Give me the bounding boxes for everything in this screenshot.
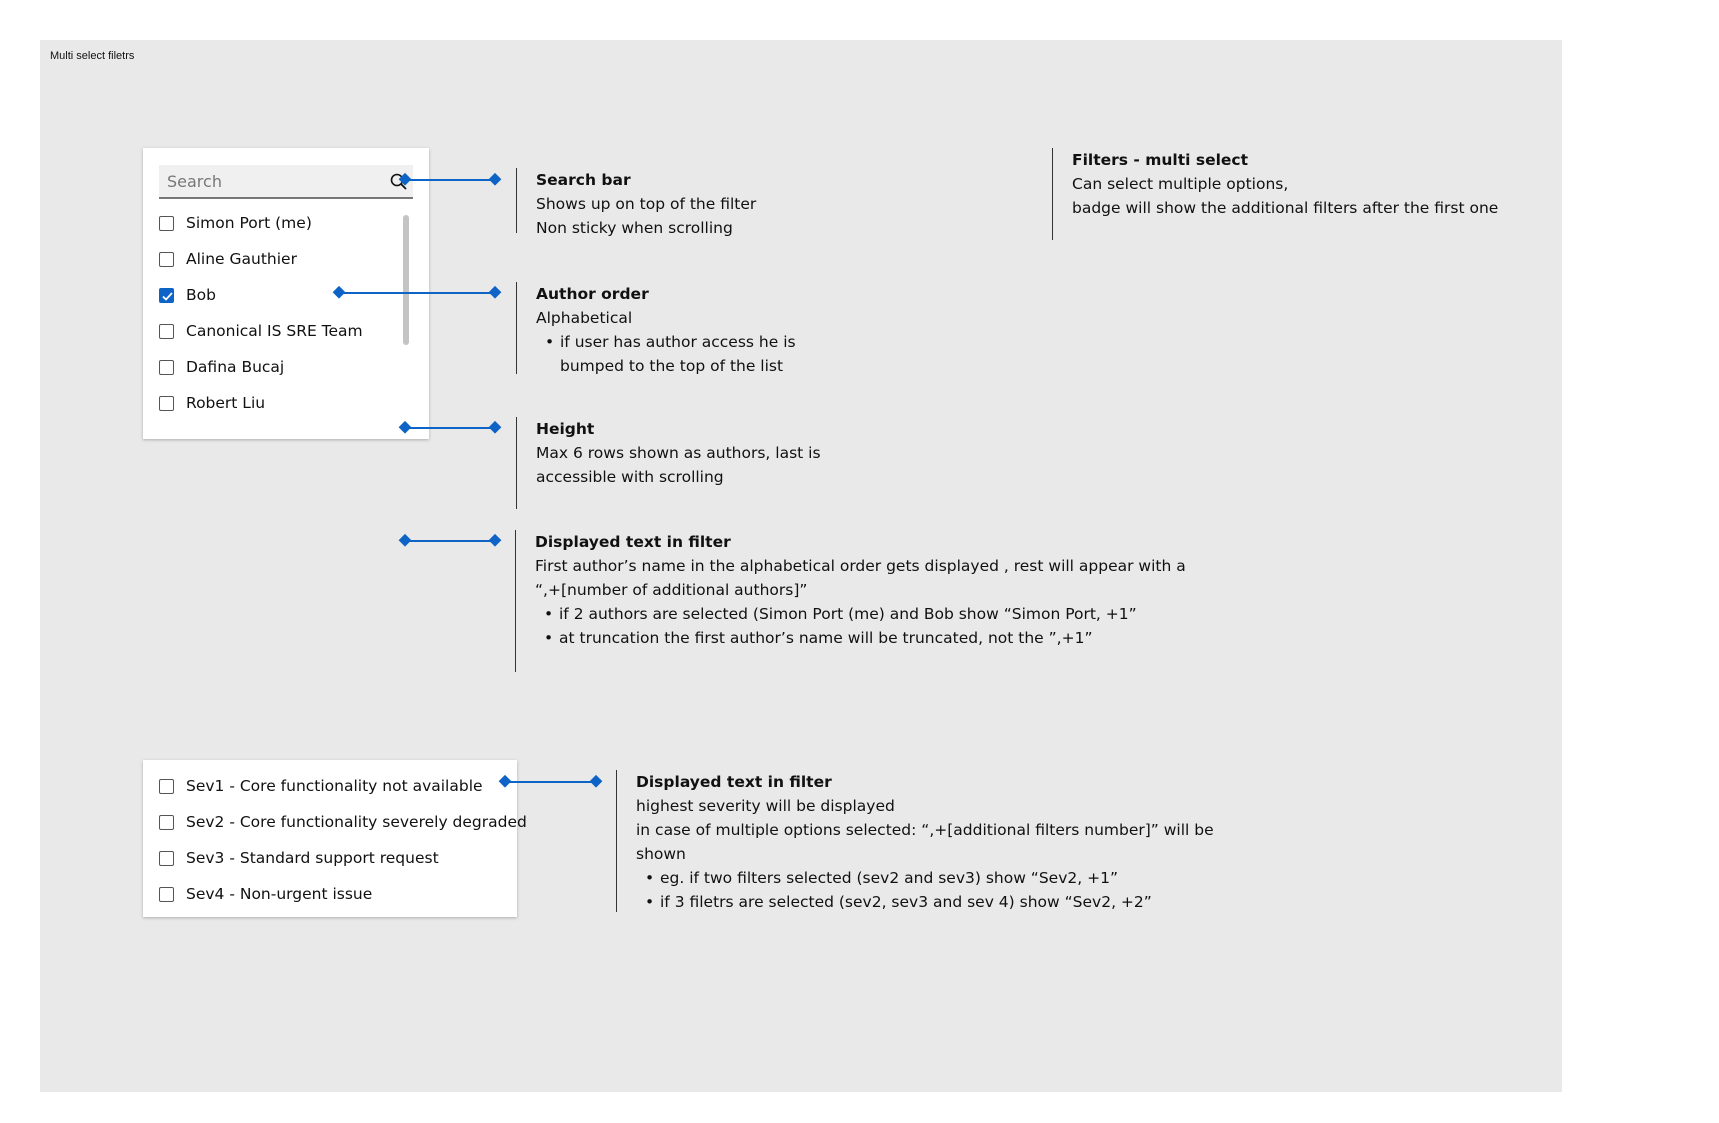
author-option-label: Aline Gauthier (186, 250, 297, 268)
note-line: “,+[number of additional authors]” (535, 581, 808, 599)
author-option-label: Dafina Bucaj (186, 358, 285, 376)
author-option[interactable]: Canonical IS SRE Team (159, 319, 363, 343)
author-option-label: Bob (186, 286, 216, 304)
severity-option[interactable]: Sev3 - Standard support request (159, 846, 439, 870)
connector-severity-text (498, 774, 603, 788)
frame-title: Multi select filetrs (50, 50, 135, 62)
author-option[interactable]: Robert Liu (159, 391, 265, 415)
severity-option[interactable]: Sev2 - Core functionality severely degra… (159, 810, 527, 834)
note-author-order: Author order Alphabetical if user has au… (516, 282, 856, 375)
note-line: Can select multiple options, (1072, 175, 1289, 193)
author-option[interactable]: Simon Port (me) (159, 211, 312, 235)
note-title: Height (536, 420, 595, 438)
severity-option-label: Sev2 - Core functionality severely degra… (186, 813, 527, 831)
author-option[interactable]: Aline Gauthier (159, 247, 297, 271)
note-bullet: at truncation the first author’s name wi… (535, 626, 1186, 650)
note-filters-multi-select: Filters - multi select Can select multip… (1052, 148, 1498, 240)
search-bar (159, 165, 413, 199)
connector-author-order (332, 285, 502, 299)
note-bullet: if 2 authors are selected (Simon Port (m… (535, 602, 1186, 626)
note-title: Author order (536, 285, 649, 303)
author-option[interactable]: Bob (159, 283, 216, 307)
checkbox[interactable] (159, 886, 174, 902)
author-filter-dropdown: Simon Port (me) Aline Gauthier Bob Canon… (143, 148, 429, 439)
checkbox[interactable] (159, 215, 174, 231)
severity-option-label: Sev3 - Standard support request (186, 849, 439, 867)
checkbox[interactable] (159, 395, 174, 411)
note-line: shown (636, 845, 686, 863)
severity-option[interactable]: Sev1 - Core functionality not available (159, 774, 483, 798)
note-title: Displayed text in filter (535, 533, 731, 551)
note-line: First author’s name in the alphabetical … (535, 557, 1186, 575)
note-line: accessible with scrolling (536, 468, 724, 486)
note-title: Search bar (536, 171, 631, 189)
checkbox[interactable] (159, 814, 174, 830)
checkbox[interactable] (159, 251, 174, 267)
connector-search-bar (398, 172, 502, 186)
checkbox[interactable] (159, 778, 174, 794)
search-input[interactable] (159, 165, 374, 197)
severity-option-label: Sev1 - Core functionality not available (186, 777, 483, 795)
author-option[interactable]: Dafina Bucaj (159, 355, 284, 379)
check-icon (162, 291, 173, 301)
severity-filter-dropdown: Sev1 - Core functionality not available … (143, 760, 527, 917)
note-bullet: if 3 filetrs are selected (sev2, sev3 an… (636, 890, 1214, 914)
scrollbar[interactable] (403, 215, 409, 345)
note-title: Filters - multi select (1072, 151, 1249, 169)
author-option-label: Robert Liu (186, 394, 266, 412)
note-line: highest severity will be displayed (636, 797, 895, 815)
note-displayed-text-author: Displayed text in filter First author’s … (515, 530, 1186, 672)
note-bullet: if user has author access he is bumped t… (536, 330, 856, 378)
author-option-label: Simon Port (me) (186, 214, 312, 232)
severity-option-label: Sev4 - Non-urgent issue (186, 885, 373, 903)
checkbox-checked[interactable] (159, 287, 174, 303)
note-displayed-text-severity: Displayed text in filter highest severit… (616, 770, 1214, 914)
note-line: in case of multiple options selected: “,… (636, 821, 1214, 839)
checkbox[interactable] (159, 850, 174, 866)
note-line: Alphabetical (536, 309, 633, 327)
note-line: Shows up on top of the filter (536, 195, 757, 213)
note-height: Height Max 6 rows shown as authors, last… (516, 417, 821, 509)
author-option-label: Canonical IS SRE Team (186, 322, 363, 340)
note-search-bar: Search bar Shows up on top of the filter… (516, 168, 757, 237)
connector-height (398, 420, 502, 434)
note-bullet: eg. if two filters selected (sev2 and se… (636, 866, 1214, 890)
checkbox[interactable] (159, 323, 174, 339)
note-title: Displayed text in filter (636, 773, 832, 791)
note-line: Non sticky when scrolling (536, 219, 733, 237)
severity-option[interactable]: Sev4 - Non-urgent issue (159, 882, 372, 906)
note-line: Max 6 rows shown as authors, last is (536, 444, 821, 462)
checkbox[interactable] (159, 359, 174, 375)
connector-displayed-text (398, 533, 502, 547)
note-line: badge will show the additional filters a… (1072, 199, 1499, 217)
